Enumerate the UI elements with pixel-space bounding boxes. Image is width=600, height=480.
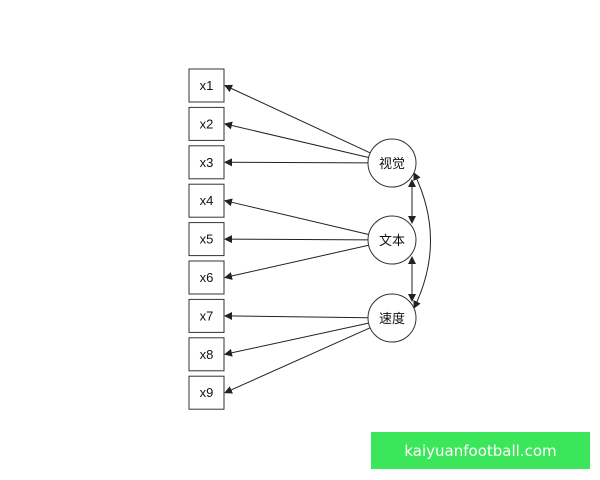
observed-box-x6	[188, 260, 225, 295]
watermark-banner: kaiyuanfootball.com	[371, 432, 590, 469]
observed-box-x9	[188, 375, 225, 410]
latent-label-速度: 速度	[379, 311, 405, 327]
latent-label-视觉: 视觉	[379, 157, 405, 172]
latent-label-文本: 文本	[379, 234, 405, 249]
observed-label-x8: x8	[200, 347, 214, 362]
watermark-text: kaiyuanfootball.com	[404, 441, 557, 460]
observed-label-x4: x4	[200, 193, 214, 208]
observed-box-x1	[188, 68, 225, 103]
loading-arrow-视觉-x2	[224, 121, 369, 159]
loading-arrow-文本-x5	[224, 235, 369, 244]
observed-box-x2	[188, 106, 225, 141]
observed-label-x9: x9	[200, 385, 214, 400]
observed-box-x8	[188, 337, 225, 372]
loading-arrow-速度-x7	[224, 311, 369, 320]
observed-box-x7	[188, 298, 225, 333]
loading-arrow-视觉-x1	[224, 84, 371, 154]
latent-circle-文本	[367, 215, 417, 265]
latent-circle-视觉	[367, 138, 417, 188]
observed-label-x5: x5	[200, 232, 214, 247]
observed-box-x5	[188, 222, 225, 257]
latent-circle-速度	[367, 293, 417, 343]
observed-label-x3: x3	[200, 155, 214, 170]
loading-arrow-文本-x6	[224, 244, 369, 280]
observed-label-x6: x6	[200, 270, 214, 285]
loading-arrow-文本-x4	[224, 198, 369, 235]
observed-label-x2: x2	[200, 116, 214, 131]
observed-box-x4	[188, 183, 225, 218]
observed-label-x1: x1	[200, 78, 214, 93]
observed-box-x3	[188, 145, 225, 180]
observed-label-x7: x7	[200, 308, 214, 323]
covariance-curve-视觉-速度	[413, 172, 431, 309]
loading-arrow-速度-x9	[224, 327, 371, 394]
loading-arrow-速度-x8	[224, 322, 369, 357]
loading-arrow-视觉-x3	[224, 158, 369, 167]
